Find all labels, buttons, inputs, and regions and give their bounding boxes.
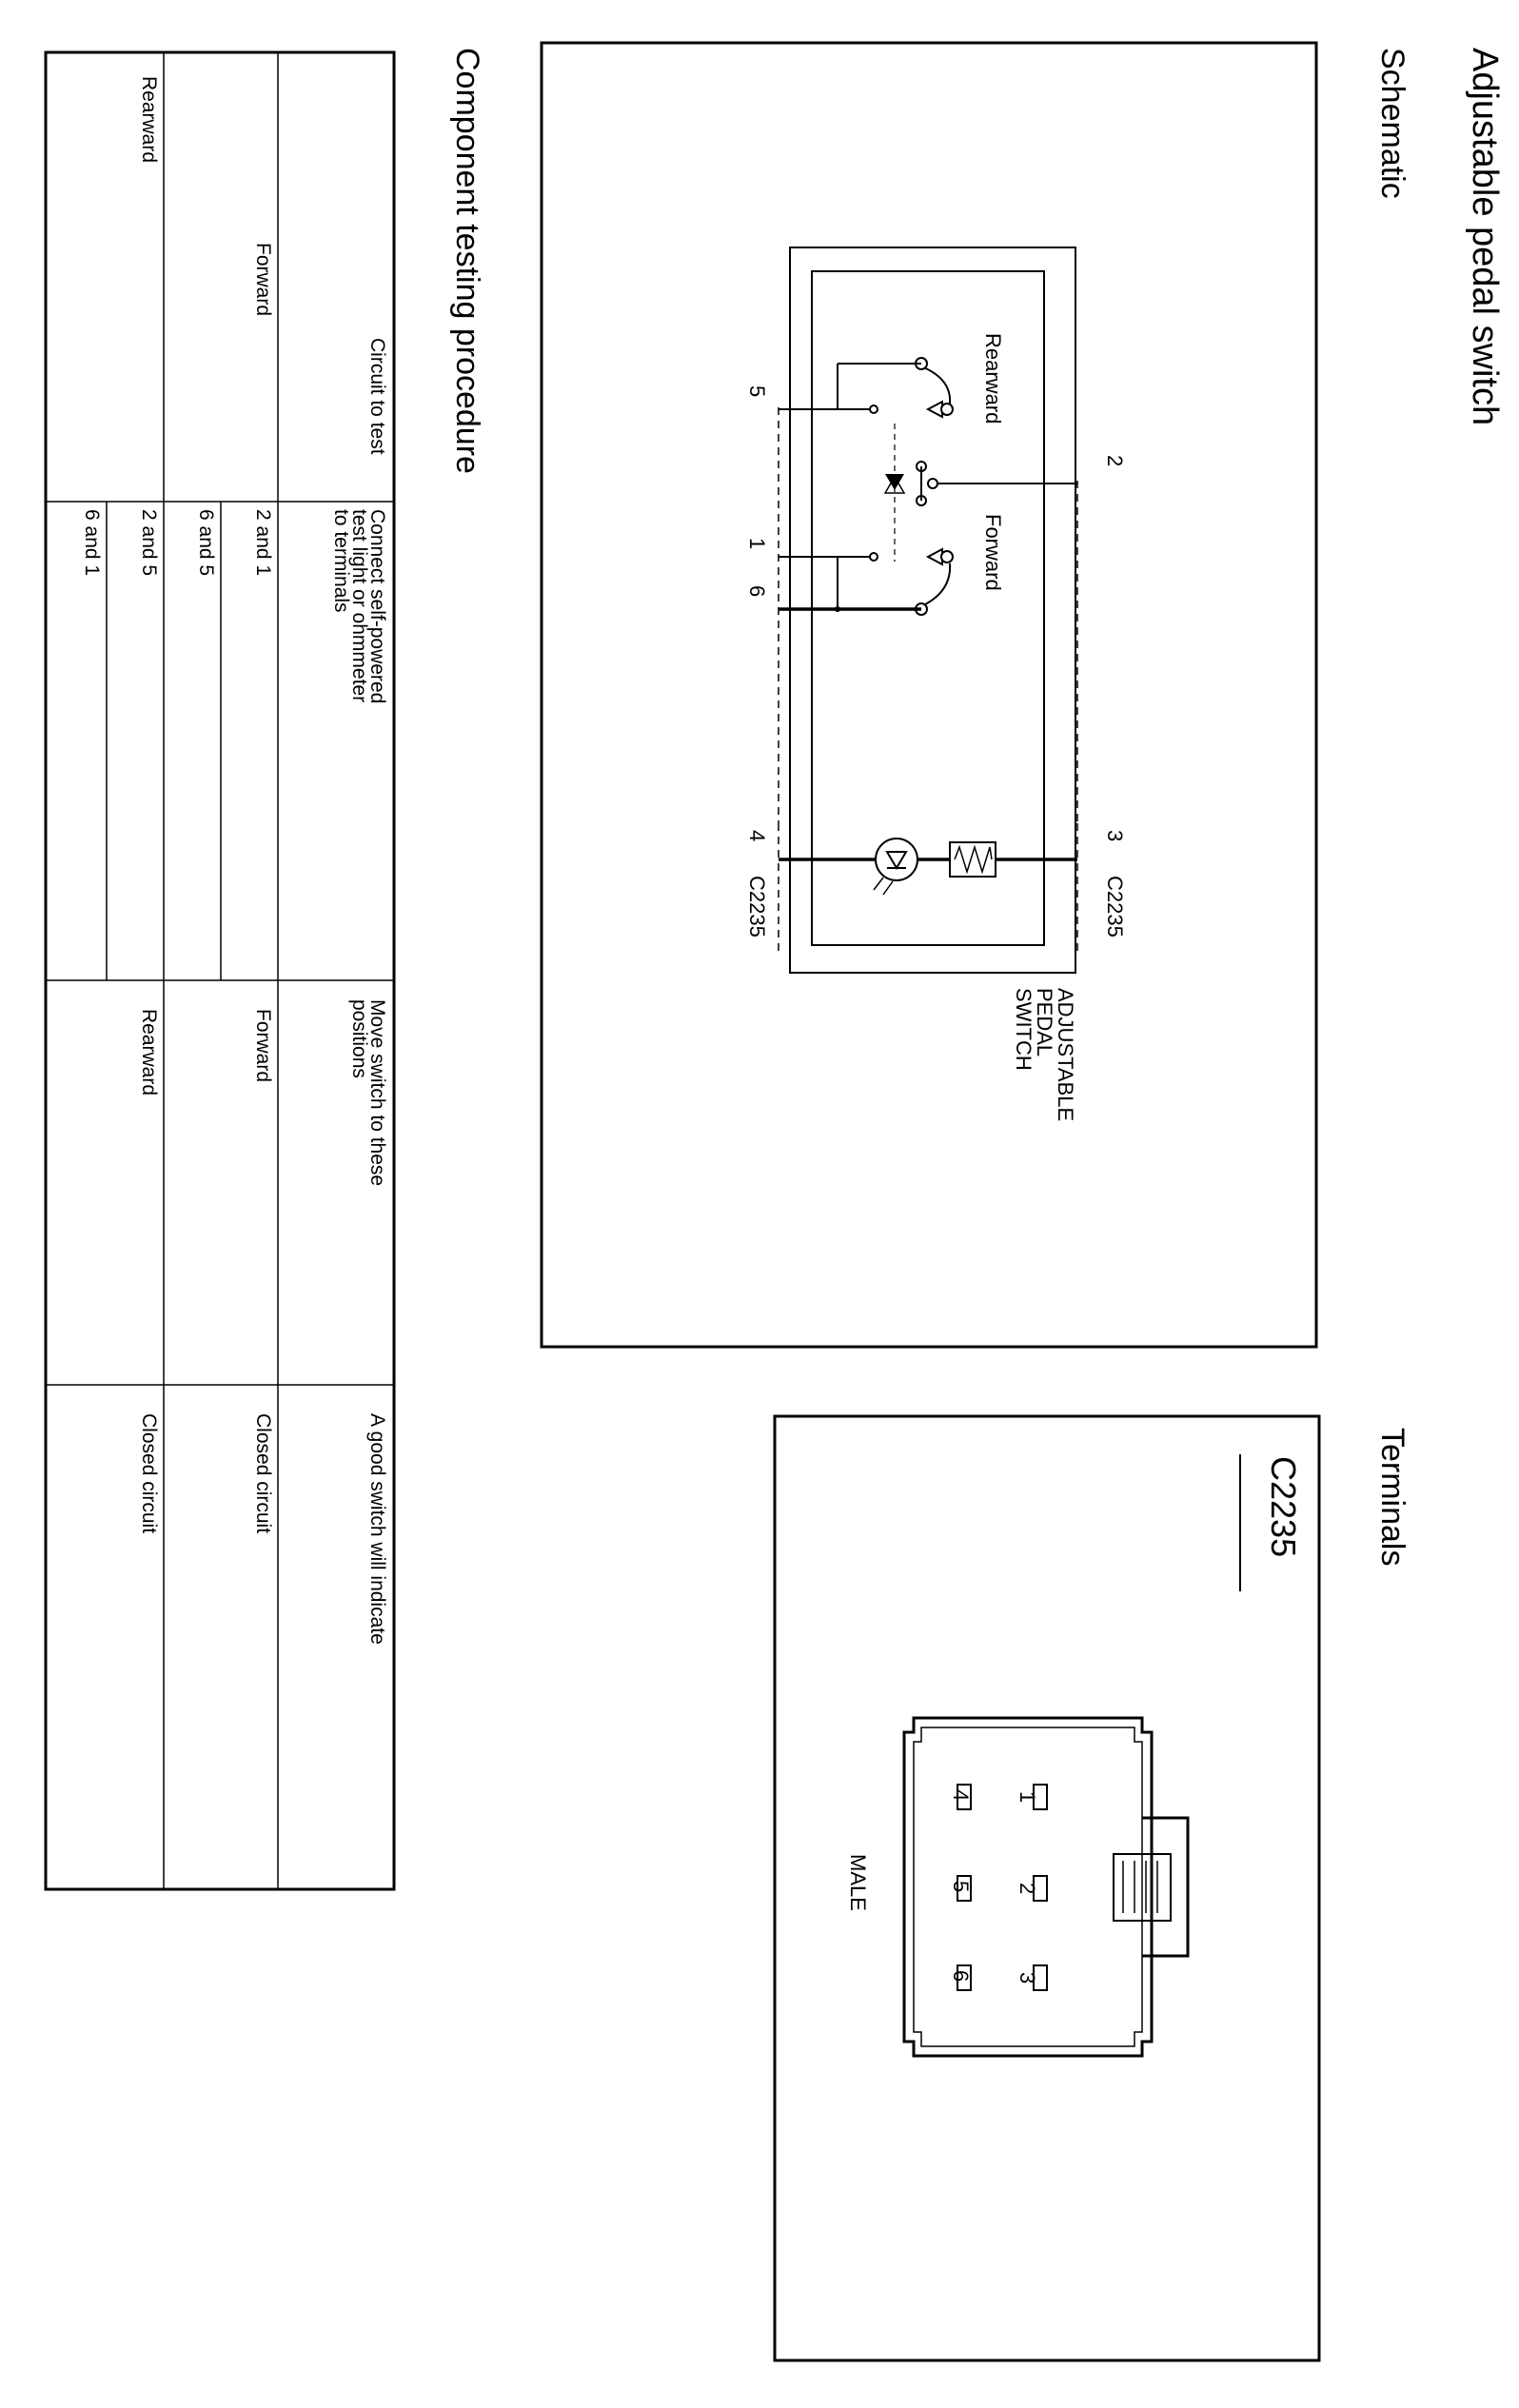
terminal-pin-2: 2 — [1016, 1883, 1039, 1894]
pin-label-4: 4 — [745, 830, 769, 841]
schematic-heading: Schematic — [1374, 48, 1410, 199]
terminals-connector-id: C2235 — [1264, 1456, 1303, 1557]
header-move: Move switch to these positions — [348, 999, 388, 1186]
terminal-pin-5: 5 — [949, 1881, 973, 1892]
row-rearward-terminals-1: 2 and 5 — [138, 509, 160, 576]
rearward-switch-label: Rearward — [981, 333, 1005, 424]
pin-label-6: 6 — [745, 585, 769, 597]
row-rearward-terminals-2: 6 and 1 — [81, 509, 103, 576]
terminal-pin-1: 1 — [1016, 1791, 1039, 1803]
connector-gender-label: MALE — [846, 1854, 870, 1911]
terminals-panel: C2235 1 2 3 4 5 6 MALE — [773, 1414, 1321, 2362]
row-forward-terminals-2: 6 and 5 — [195, 509, 217, 576]
svg-text:positions: positions — [348, 999, 370, 1078]
pin-label-2: 2 — [1103, 455, 1127, 466]
procedure-table: Circuit to test Connect self-powered tes… — [44, 50, 396, 1891]
terminals-heading: Terminals — [1374, 1428, 1410, 1566]
procedure-heading: Component testing procedure — [449, 48, 485, 474]
svg-text:Connect self-powered: Connect self-powered — [366, 509, 388, 703]
switch-label-line-1: ADJUSTABLE — [1054, 988, 1077, 1121]
row-rearward-position: Rearward — [138, 1009, 160, 1095]
svg-text:to terminals: to terminals — [330, 509, 352, 613]
header-result: A good switch will indicate — [366, 1413, 388, 1645]
pin-label-5: 5 — [745, 385, 769, 397]
forward-switch-label: Forward — [981, 514, 1005, 591]
row-forward-circuit: Forward — [252, 243, 274, 316]
terminal-pin-6: 6 — [949, 1970, 973, 1982]
svg-text:test light or ohmmeter: test light or ohmmeter — [348, 509, 370, 702]
header-circuit: Circuit to test — [366, 338, 388, 455]
terminal-pin-3: 3 — [1016, 1972, 1039, 1984]
connector-label-bottom: C2235 — [745, 876, 769, 938]
row-rearward-result: Closed circuit — [138, 1413, 160, 1533]
switch-label-line-3: SWITCH — [1012, 988, 1036, 1071]
page-title: Adjustable pedal switch — [1465, 48, 1505, 425]
svg-text:Move switch to these: Move switch to these — [366, 999, 388, 1186]
header-connect: Connect self-powered test light or ohmme… — [330, 509, 388, 703]
connector-c2235-drawing: 1 2 3 4 5 6 — [902, 1716, 1190, 2058]
row-forward-result: Closed circuit — [252, 1413, 274, 1533]
terminal-pin-4: 4 — [949, 1789, 973, 1801]
connector-label-top: C2235 — [1103, 876, 1127, 938]
row-forward-terminals-1: 2 and 1 — [252, 509, 274, 576]
row-forward-position: Forward — [252, 1009, 274, 1082]
row-rearward-circuit: Rearward — [138, 76, 160, 163]
pin-label-3: 3 — [1103, 830, 1127, 841]
switch-label-line-2: PEDAL — [1033, 988, 1056, 1056]
pin-label-1: 1 — [745, 538, 769, 549]
schematic-panel: 2 3 C2235 5 1 6 4 C2235 Rearward Forward… — [540, 41, 1318, 1349]
